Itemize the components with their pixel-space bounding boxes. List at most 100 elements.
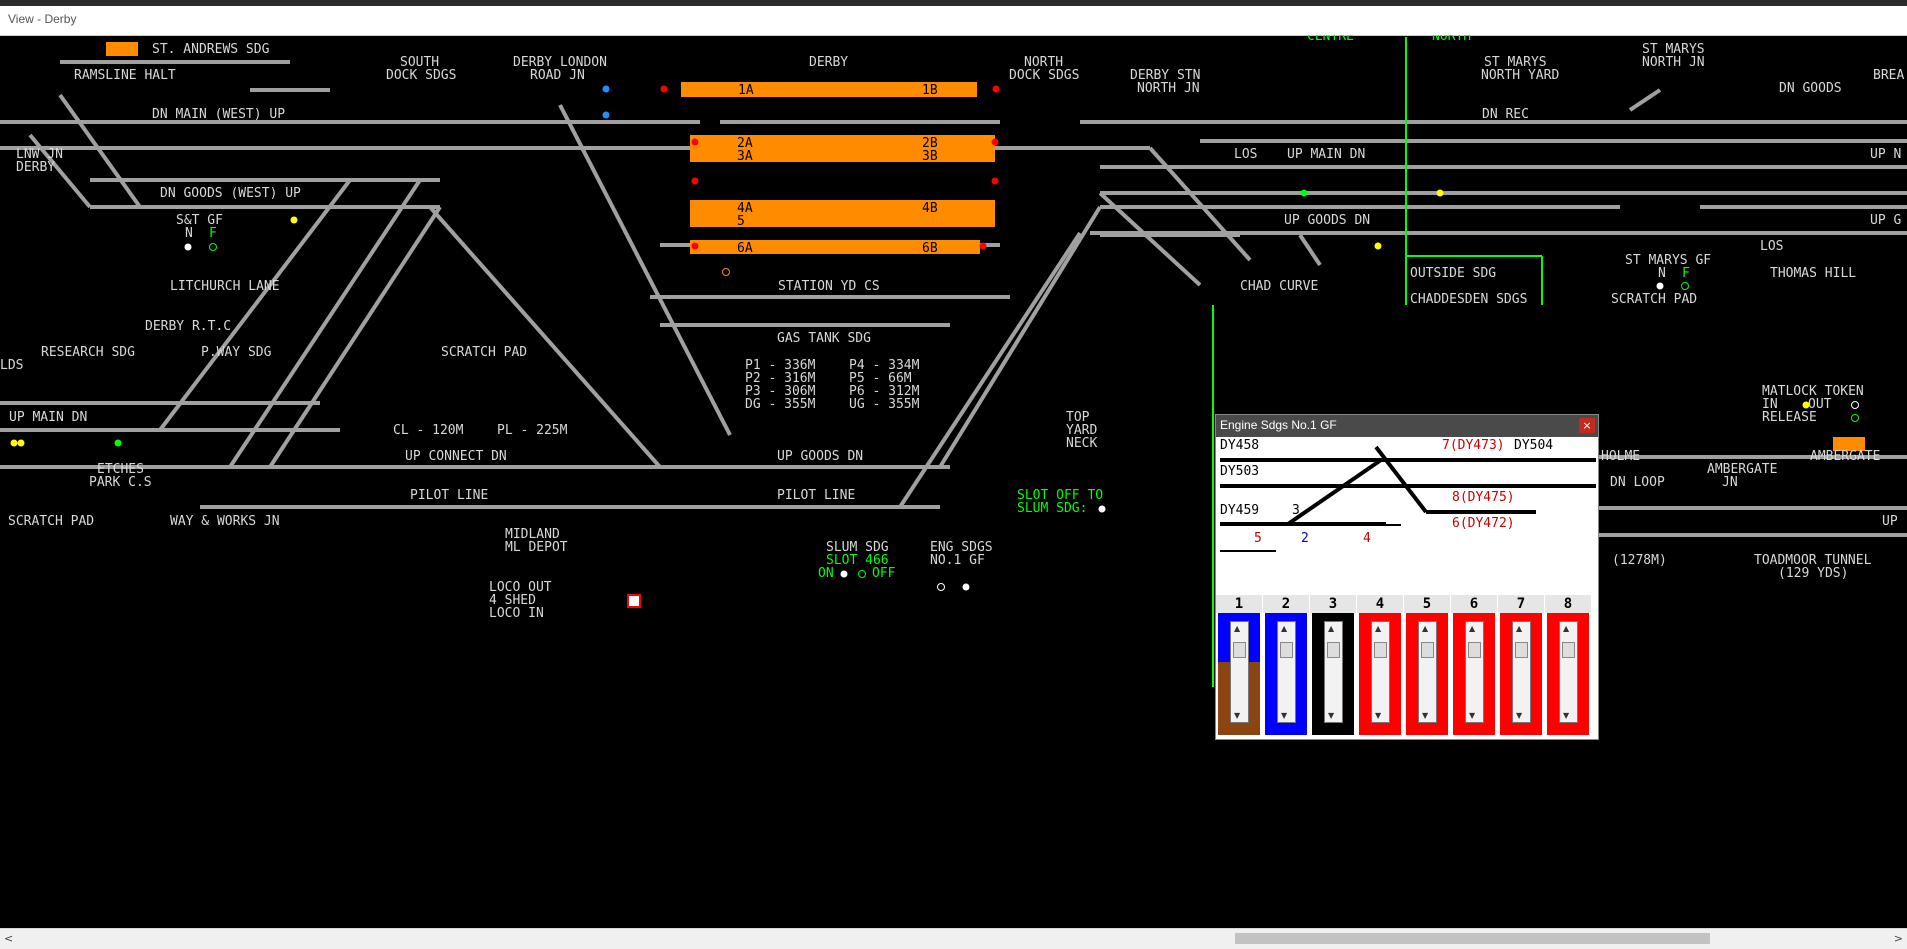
signal-yellow	[17, 439, 25, 447]
label-derby: DERBY	[809, 55, 848, 70]
label-p6: P6 - 312M	[849, 384, 920, 399]
lever-handle[interactable]	[1515, 642, 1528, 658]
label-yard: YARD	[1066, 423, 1097, 438]
signal-blue	[602, 85, 610, 93]
scrollbar-thumb[interactable]	[1235, 933, 1710, 944]
lever-handle[interactable]	[1233, 642, 1246, 658]
label-gas-tank: GAS TANK SDG	[777, 331, 871, 346]
label-chad-curve: CHAD CURVE	[1240, 279, 1318, 294]
lever-3-body[interactable]: ▲▼	[1312, 613, 1354, 735]
lever-5-body[interactable]: ▲▼	[1406, 613, 1448, 735]
signal-blue	[602, 111, 610, 119]
indicator-green	[1851, 414, 1859, 422]
engine-sdgs-popup[interactable]: Engine Sdgs No.1 GF × DY458 DY503 DY459 …	[1215, 414, 1599, 740]
label-derby-2: DERBY	[16, 160, 55, 175]
label-loco-out: LOCO OUT	[489, 580, 552, 595]
label-north-jn: NORTH JN	[1137, 81, 1200, 96]
label-research: RESEARCH SDG	[41, 345, 135, 360]
label-pilot-2: PILOT LINE	[777, 488, 855, 503]
signal-yellow	[290, 216, 298, 224]
platform-labels: 1A 1B 2A 2B 3A 3B 4A 4B 5 6A 6B	[737, 83, 938, 256]
signal-green	[1300, 189, 1308, 197]
scroll-left-icon[interactable]: <	[4, 932, 14, 945]
plat-1a-label: 1A	[738, 83, 754, 98]
scroll-right-icon[interactable]: >	[1893, 932, 1903, 945]
lever-handle[interactable]	[1374, 642, 1387, 658]
up-arrow-icon[interactable]: ▲	[1234, 624, 1241, 633]
up-arrow-icon[interactable]: ▲	[1328, 624, 1335, 633]
lever-7-body[interactable]: ▲▼	[1500, 613, 1542, 735]
label-p2: P2 - 316M	[745, 371, 816, 386]
up-arrow-icon[interactable]: ▲	[1563, 624, 1570, 633]
plat-1b-label: 1B	[922, 83, 938, 98]
up-arrow-icon[interactable]: ▲	[1516, 624, 1523, 633]
lever-8-number: 8	[1545, 595, 1591, 613]
label-outside-sdg: OUTSIDE SDG	[1410, 266, 1496, 281]
taskbar-strip	[0, 0, 1907, 6]
lever-2-body[interactable]: ▲▼	[1265, 613, 1307, 735]
down-arrow-icon[interactable]: ▼	[1469, 711, 1476, 720]
label-way-works: WAY & WORKS JN	[170, 514, 280, 529]
label-pilot-1: PILOT LINE	[410, 488, 488, 503]
up-arrow-icon[interactable]: ▲	[1375, 624, 1382, 633]
lever-5[interactable]: 5 ▲▼	[1404, 595, 1450, 739]
label-on: ON	[818, 566, 834, 581]
label-p5: P5 - 66M	[849, 371, 912, 386]
indicator-yellow	[1802, 401, 1810, 409]
label-los-2: LOS	[1760, 239, 1783, 254]
label-etches: ETCHES	[97, 462, 144, 477]
down-arrow-icon[interactable]: ▼	[1563, 711, 1570, 720]
popup-diagram: DY458 DY503 DY459 3 7(DY473) DY504 8(DY4…	[1220, 438, 1596, 552]
lever-4[interactable]: 4 ▲▼	[1357, 595, 1403, 739]
down-arrow-icon[interactable]: ▼	[1234, 711, 1241, 720]
popup-2: 2	[1301, 531, 1309, 546]
label-off: OFF	[872, 566, 896, 581]
lever-3-number: 3	[1310, 595, 1356, 613]
label-centre: CENTRE	[1307, 35, 1354, 44]
label-dn-loop: DN LOOP	[1610, 475, 1665, 490]
lever-1-body[interactable]: ▲▼	[1218, 613, 1260, 735]
lever-7[interactable]: 7 ▲▼	[1498, 595, 1544, 739]
indicator-white	[962, 583, 970, 591]
lever-handle[interactable]	[1562, 642, 1575, 658]
horizontal-scrollbar[interactable]: < >	[0, 928, 1907, 949]
down-arrow-icon[interactable]: ▼	[1328, 711, 1335, 720]
down-arrow-icon[interactable]: ▼	[1281, 711, 1288, 720]
lever-handle[interactable]	[1421, 642, 1434, 658]
signal-red	[992, 85, 1000, 93]
signal-yellow	[1374, 242, 1382, 250]
down-arrow-icon[interactable]: ▼	[1422, 711, 1429, 720]
lever-4-body[interactable]: ▲▼	[1359, 613, 1401, 735]
lever-3[interactable]: 3 ▲▼	[1310, 595, 1356, 739]
lever-1[interactable]: 1 ▲▼	[1216, 595, 1262, 739]
lever-8-body[interactable]: ▲▼	[1547, 613, 1589, 735]
lever-handle[interactable]	[1327, 642, 1340, 658]
lever-6[interactable]: 6 ▲▼	[1451, 595, 1497, 739]
up-arrow-icon[interactable]: ▲	[1281, 624, 1288, 633]
up-arrow-icon[interactable]: ▲	[1469, 624, 1476, 633]
lever-handle[interactable]	[1280, 642, 1293, 658]
signal-red	[691, 177, 699, 185]
up-arrow-icon[interactable]: ▲	[1422, 624, 1429, 633]
popup-titlebar[interactable]: Engine Sdgs No.1 GF ×	[1216, 415, 1598, 437]
label-up-main-dn-left: UP MAIN DN	[9, 410, 87, 425]
label-up-connect: UP CONNECT DN	[405, 449, 507, 464]
down-arrow-icon[interactable]: ▼	[1516, 711, 1523, 720]
plat-6a-label: 6A	[737, 241, 753, 256]
lever-8[interactable]: 8 ▲▼	[1545, 595, 1591, 739]
signal-orange	[722, 268, 730, 276]
label-dock-sdgs: DOCK SDGS	[386, 68, 456, 83]
plat-6b-label: 6B	[922, 241, 938, 256]
lever-6-body[interactable]: ▲▼	[1453, 613, 1495, 735]
popup-dy459: DY459	[1220, 503, 1259, 518]
close-icon[interactable]: ×	[1579, 418, 1595, 433]
lever-handle[interactable]	[1468, 642, 1481, 658]
indicator-white	[184, 243, 192, 251]
label-up-n: UP N	[1870, 147, 1901, 162]
label-neck: NECK	[1066, 436, 1097, 451]
down-arrow-icon[interactable]: ▼	[1375, 711, 1382, 720]
lever-2[interactable]: 2 ▲▼	[1263, 595, 1309, 739]
plat-2a-label: 2A	[737, 136, 753, 151]
lever-5-number: 5	[1404, 595, 1450, 613]
label-st-marys-n: N	[1658, 266, 1666, 281]
